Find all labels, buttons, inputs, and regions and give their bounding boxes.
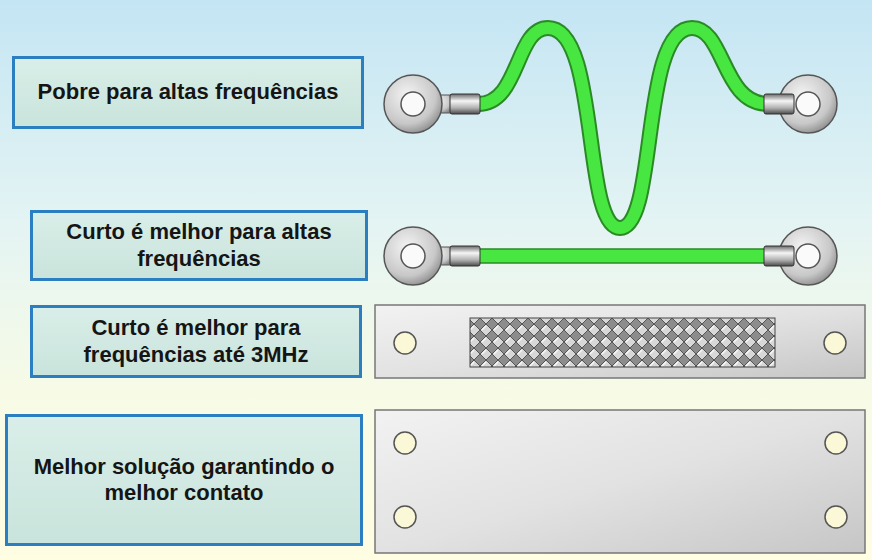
label-wrap: Curto é melhor para frequências até 3MHz (41, 315, 351, 368)
ring-terminal (384, 227, 480, 285)
flat-plate (375, 410, 865, 553)
label-wrap: Melhor solução garantindo o melhor conta… (16, 454, 352, 507)
label-box: Pobre para altas frequências (12, 56, 364, 129)
label-text: Curto é melhor para altas frequências (41, 219, 357, 272)
label-wrap: Curto é melhor para altas frequências (41, 219, 357, 272)
cable-outline (478, 28, 768, 228)
cable (478, 28, 768, 228)
label-box: Curto é melhor para altas frequências (30, 210, 368, 281)
braided-strap (375, 305, 865, 378)
label-wrap: Pobre para altas frequências (38, 79, 339, 105)
ring-terminal (764, 75, 837, 133)
label-text: Melhor solução garantindo o melhor conta… (16, 454, 352, 507)
label-box: Curto é melhor para frequências até 3MHz (30, 305, 362, 378)
label-text: Pobre para altas frequências (38, 79, 339, 105)
ring-terminal (384, 75, 480, 133)
label-box: Melhor solução garantindo o melhor conta… (5, 414, 363, 546)
ring-terminal (764, 227, 837, 285)
cable (478, 249, 768, 263)
label-text: Curto é melhor para frequências até 3MHz (41, 315, 351, 368)
